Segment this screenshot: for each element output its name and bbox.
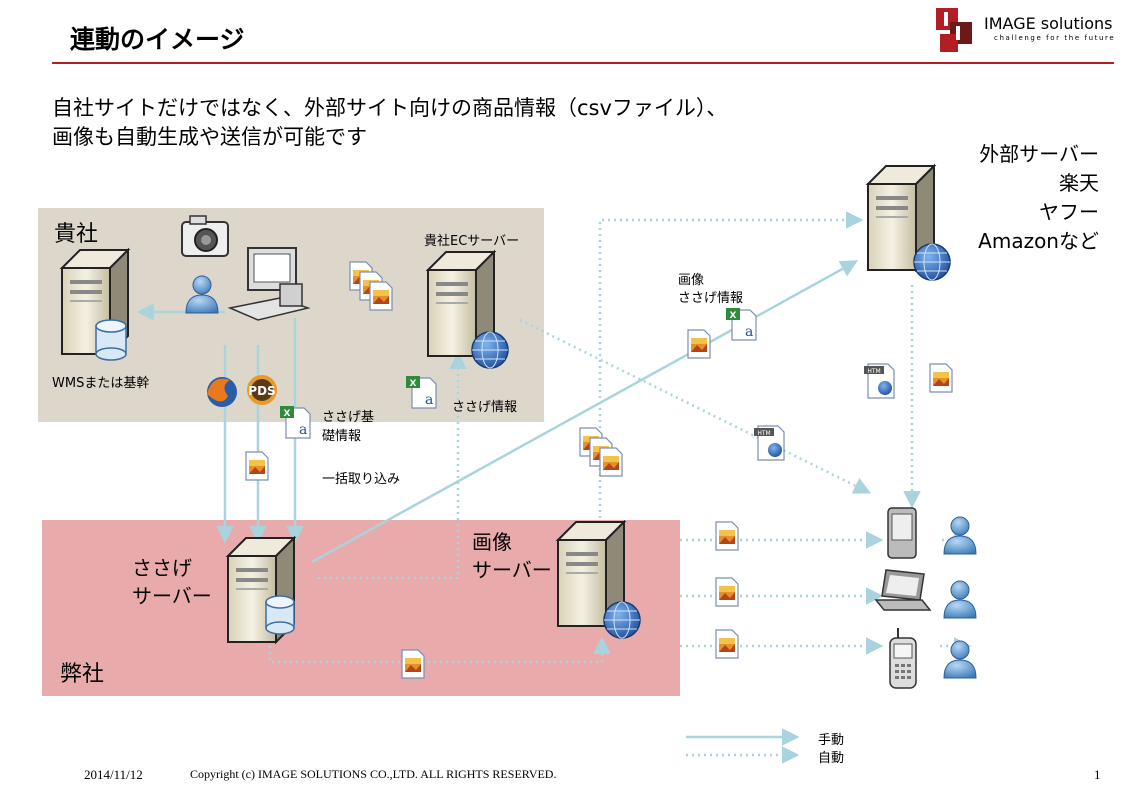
pds-icon: PDS: [247, 375, 277, 405]
database-icon: [95, 319, 127, 361]
html-file-icon: [753, 425, 785, 461]
bulk-import-label: 一括取り込み: [322, 472, 401, 487]
external-line-2: 楽天: [1059, 171, 1099, 195]
ec-server-label: 貴社ECサーバー: [424, 234, 520, 249]
computer-icon: [227, 247, 311, 321]
arrow-sasage-to-ec: [318, 351, 467, 580]
client-label: 貴社: [54, 222, 99, 247]
camera-icon: [181, 215, 229, 257]
legend-manual-label: 手動: [818, 733, 845, 748]
svg-text:PDS: PDS: [248, 384, 275, 398]
globe-icon: [913, 243, 951, 281]
arrow-sasage-to-image-server: [268, 636, 611, 664]
laptop-icon: [874, 569, 932, 611]
our-label: 弊社: [60, 662, 105, 687]
image-info-label-2: ささげ情報: [678, 291, 744, 306]
user-icon: [185, 275, 219, 314]
excel-icon: [405, 375, 437, 409]
mobile-phone-icon: [889, 628, 917, 689]
logo-mark-icon: [936, 8, 972, 52]
external-line-1: 外部サーバー: [979, 142, 1099, 166]
image-file-icon: [245, 451, 269, 481]
arrow-sasage-to-external: [311, 260, 859, 564]
wms-label: WMSまたは基幹: [52, 376, 150, 391]
external-line-4: Amazonなど: [978, 229, 1099, 253]
title-rule: [52, 62, 1114, 64]
image-file-icon: [401, 649, 425, 679]
sasage-server-label-1: ささげ: [132, 556, 192, 580]
page-number: 1: [1094, 767, 1101, 782]
image-file-icon: [715, 577, 739, 607]
logo-name: IMAGE solutions: [984, 14, 1113, 33]
image-file-icon: [599, 447, 623, 477]
database-icon: [265, 595, 295, 635]
image-file-icon: [929, 363, 953, 393]
legend-auto-label: 自動: [818, 751, 845, 766]
image-info-label-1: 画像: [678, 273, 705, 288]
footer-date: 2014/11/12: [84, 767, 143, 782]
image-server-label-2: サーバー: [472, 558, 552, 582]
sasage-server-label-2: サーバー: [132, 584, 212, 608]
excel-icon: [279, 405, 311, 439]
image-server-label-1: 画像: [472, 530, 512, 554]
external-line-3: ヤフー: [1039, 200, 1099, 224]
base-info-label-1: ささげ基: [322, 410, 375, 425]
external-server-label: 外部サーバー 楽天 ヤフー Amazonなど: [978, 140, 1099, 256]
image-file-icon: [715, 521, 739, 551]
footer-copyright: Copyright (c) IMAGE SOLUTIONS CO.,LTD. A…: [190, 767, 557, 781]
firefox-icon: [207, 377, 237, 407]
base-info-label-2: 礎情報: [322, 429, 362, 444]
smartphone-icon: [887, 507, 917, 559]
html-file-icon: [863, 363, 895, 399]
subtitle-line-1: 自社サイトだけではなく、外部サイト向けの商品情報（csvファイル）、: [52, 96, 728, 120]
page-title: 連動のイメージ: [70, 25, 245, 54]
excel-icon: [725, 307, 757, 341]
image-file-icon: [369, 281, 393, 311]
subtitle-line-2: 画像も自動生成や送信が可能です: [52, 125, 367, 149]
user-icon: [943, 640, 977, 679]
globe-icon: [603, 601, 641, 639]
company-logo: [936, 6, 1116, 56]
image-file-icon: [715, 629, 739, 659]
image-file-icon: [687, 329, 711, 359]
sasage-info-label: ささげ情報: [452, 400, 518, 415]
globe-icon: [471, 331, 509, 369]
user-icon: [943, 580, 977, 619]
logo-tagline: challenge for the future: [994, 34, 1116, 42]
user-icon: [943, 516, 977, 555]
